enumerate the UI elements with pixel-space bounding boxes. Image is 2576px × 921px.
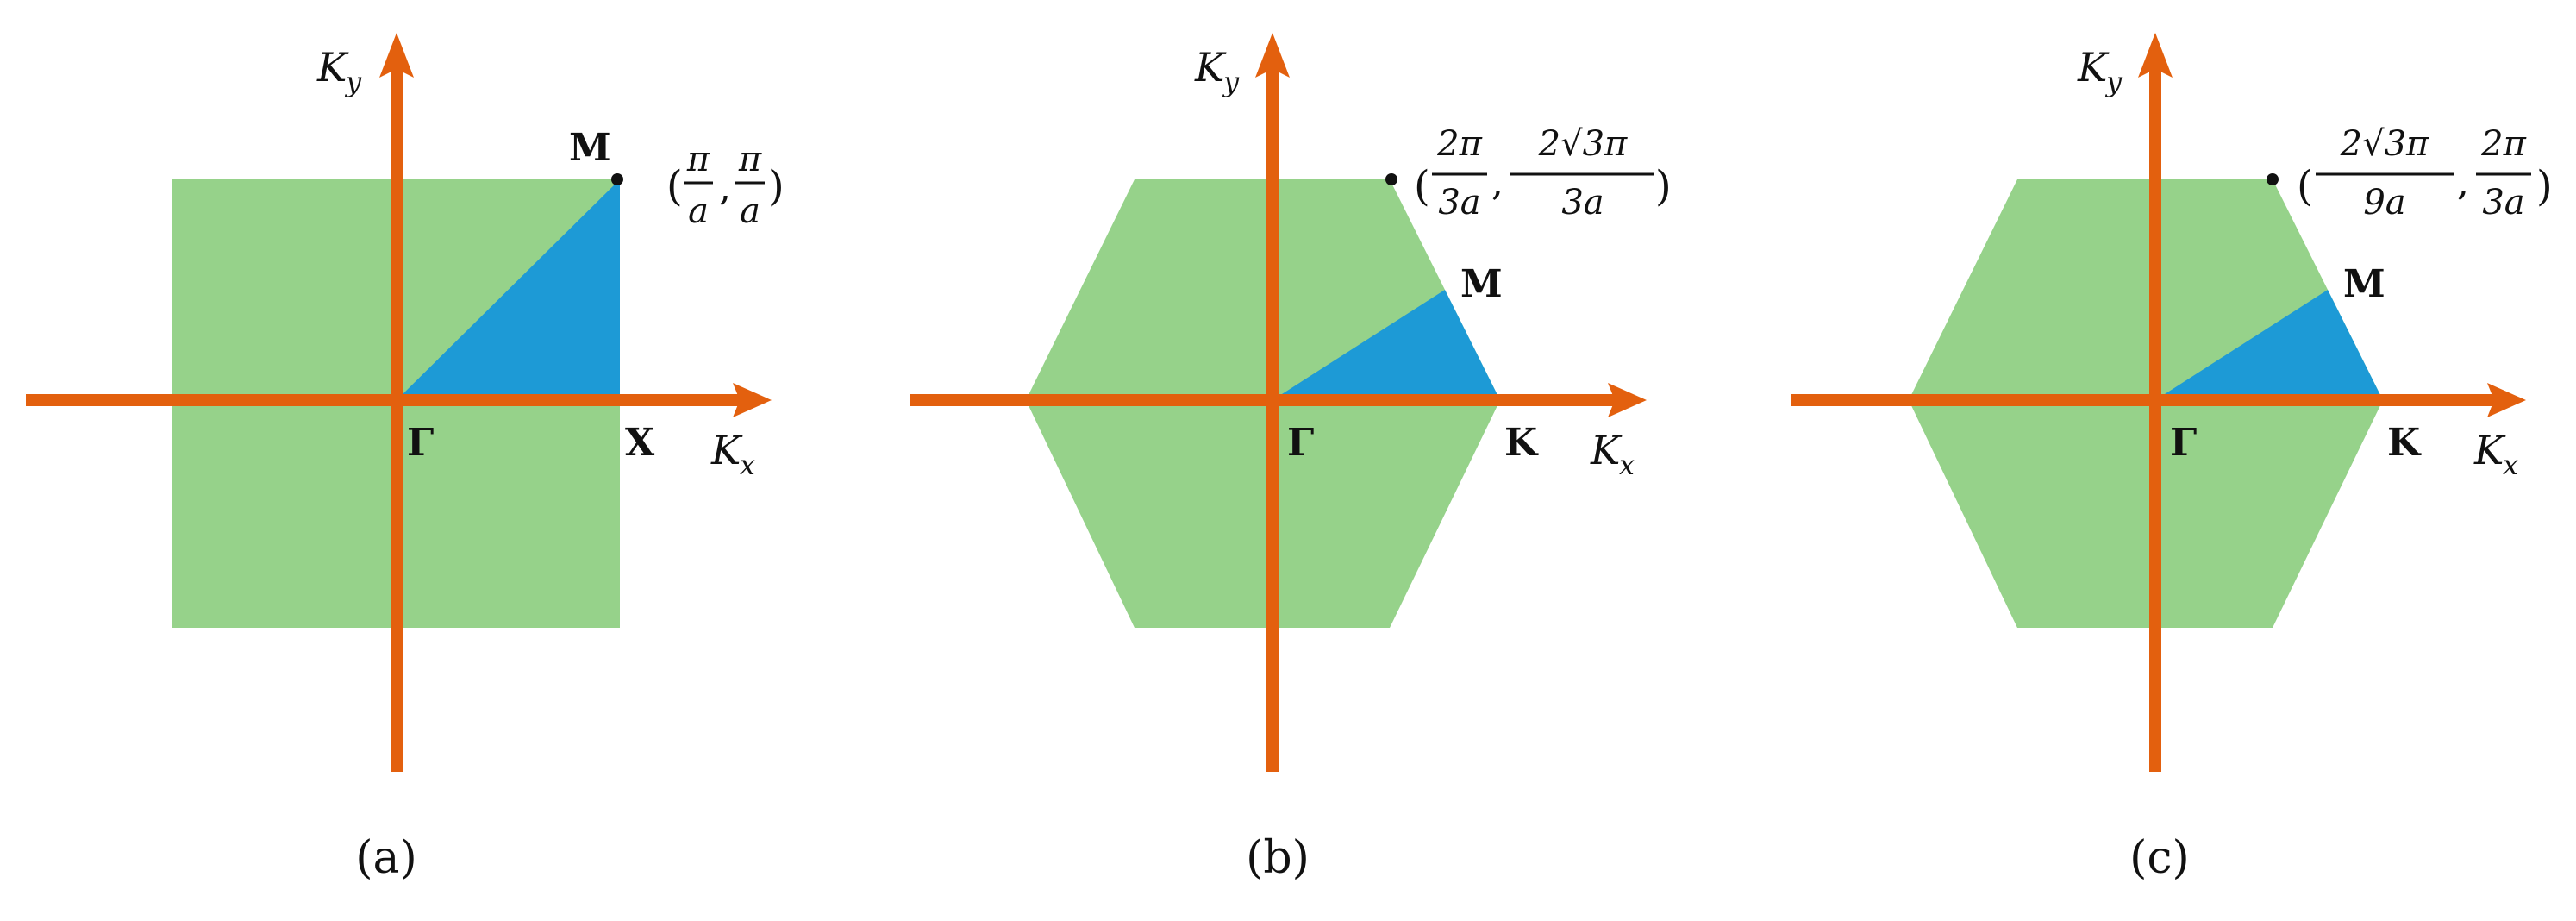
kx-label-base: K [710, 427, 743, 473]
coord-x-numerator: π [686, 140, 710, 179]
corner-point-dot [611, 173, 623, 185]
ky-arrowhead [2138, 33, 2173, 78]
k-point-label: K [1504, 421, 1539, 465]
m-point-label: M [2343, 262, 2385, 306]
ky-axis-label: K y [316, 44, 362, 98]
coord-x-denominator: 3a [1438, 183, 1480, 222]
panel-c: Γ K M K x K y ( 2√3π 9a , 2π 3a ) (c) [1791, 33, 2553, 884]
coord-open-paren: ( [2297, 162, 2313, 210]
coord-y-numerator: 2π [2480, 124, 2526, 164]
ky-label-sub: y [1222, 66, 1240, 98]
panel-caption: (b) [1246, 832, 1310, 884]
coord-x-numerator: 2π [1436, 124, 1482, 164]
panel-caption: (c) [2129, 832, 2190, 884]
coord-y-denominator: a [740, 191, 760, 231]
coord-close-paren: ) [2536, 162, 2553, 210]
kx-label-sub: x [740, 448, 755, 481]
kx-axis-label: K x [1590, 427, 1635, 481]
gamma-point-label: Γ [407, 421, 434, 465]
coord-x-denominator: 9a [2363, 183, 2405, 222]
panel-b: Γ K M K x K y ( 2π 3a , 2√3π 3a ) (b) [910, 33, 1672, 884]
ky-axis-label: K y [1194, 44, 1240, 98]
corner-point-dot [1385, 173, 1397, 185]
ky-label-base: K [2077, 44, 2110, 91]
kx-axis-label: K x [2473, 427, 2518, 481]
ky-arrowhead [379, 33, 414, 78]
coord-x-numerator: 2√3π [2340, 124, 2429, 164]
k-point-label: K [2387, 421, 2422, 465]
ky-label-sub: y [344, 66, 362, 98]
kx-label-base: K [2473, 427, 2506, 473]
panel-a: Γ X M K x K y ( π a , π a ) (a) [26, 33, 785, 884]
coord-comma: , [1491, 160, 1504, 204]
coord-x-denominator: a [688, 191, 709, 231]
corner-coordinate-label: ( 2π 3a , 2√3π 3a ) [1414, 124, 1672, 222]
gamma-point-label: Γ [1287, 421, 1314, 465]
coord-open-paren: ( [1414, 162, 1430, 210]
ky-label-base: K [316, 44, 349, 91]
irreducible-wedge [2155, 290, 2383, 400]
kx-label-sub: x [2503, 448, 2518, 481]
corner-coordinate-label: ( π a , π a ) [666, 140, 785, 231]
ky-arrowhead [1255, 33, 1290, 78]
ky-label-base: K [1194, 44, 1227, 91]
kx-label-sub: x [1619, 448, 1635, 481]
coord-comma: , [719, 166, 731, 210]
irreducible-wedge [397, 179, 620, 400]
panel-caption: (a) [355, 832, 417, 884]
m-point-label: M [1460, 262, 1503, 306]
kx-arrowhead [733, 383, 772, 417]
gamma-point-label: Γ [2170, 421, 2197, 465]
coord-y-denominator: 3a [2482, 183, 2524, 222]
coord-comma: , [2457, 160, 2469, 204]
corner-coordinate-label: ( 2√3π 9a , 2π 3a ) [2297, 124, 2553, 222]
coord-close-paren: ) [1655, 162, 1672, 210]
coord-y-numerator: π [738, 140, 762, 179]
ky-label-sub: y [2104, 66, 2123, 98]
kx-axis-label: K x [710, 427, 755, 481]
coord-y-numerator: 2√3π [1538, 124, 1628, 164]
kx-arrowhead [1608, 383, 1647, 417]
coord-close-paren: ) [768, 162, 785, 210]
coord-open-paren: ( [666, 162, 683, 210]
coord-y-denominator: 3a [1561, 183, 1604, 222]
m-point-label: M [569, 126, 611, 170]
corner-point-dot [2267, 173, 2279, 185]
kx-label-base: K [1590, 427, 1623, 473]
x-point-label: X [625, 421, 655, 465]
kx-arrowhead [2487, 383, 2526, 417]
irreducible-wedge [1272, 290, 1500, 400]
ky-axis-label: K y [2077, 44, 2123, 98]
